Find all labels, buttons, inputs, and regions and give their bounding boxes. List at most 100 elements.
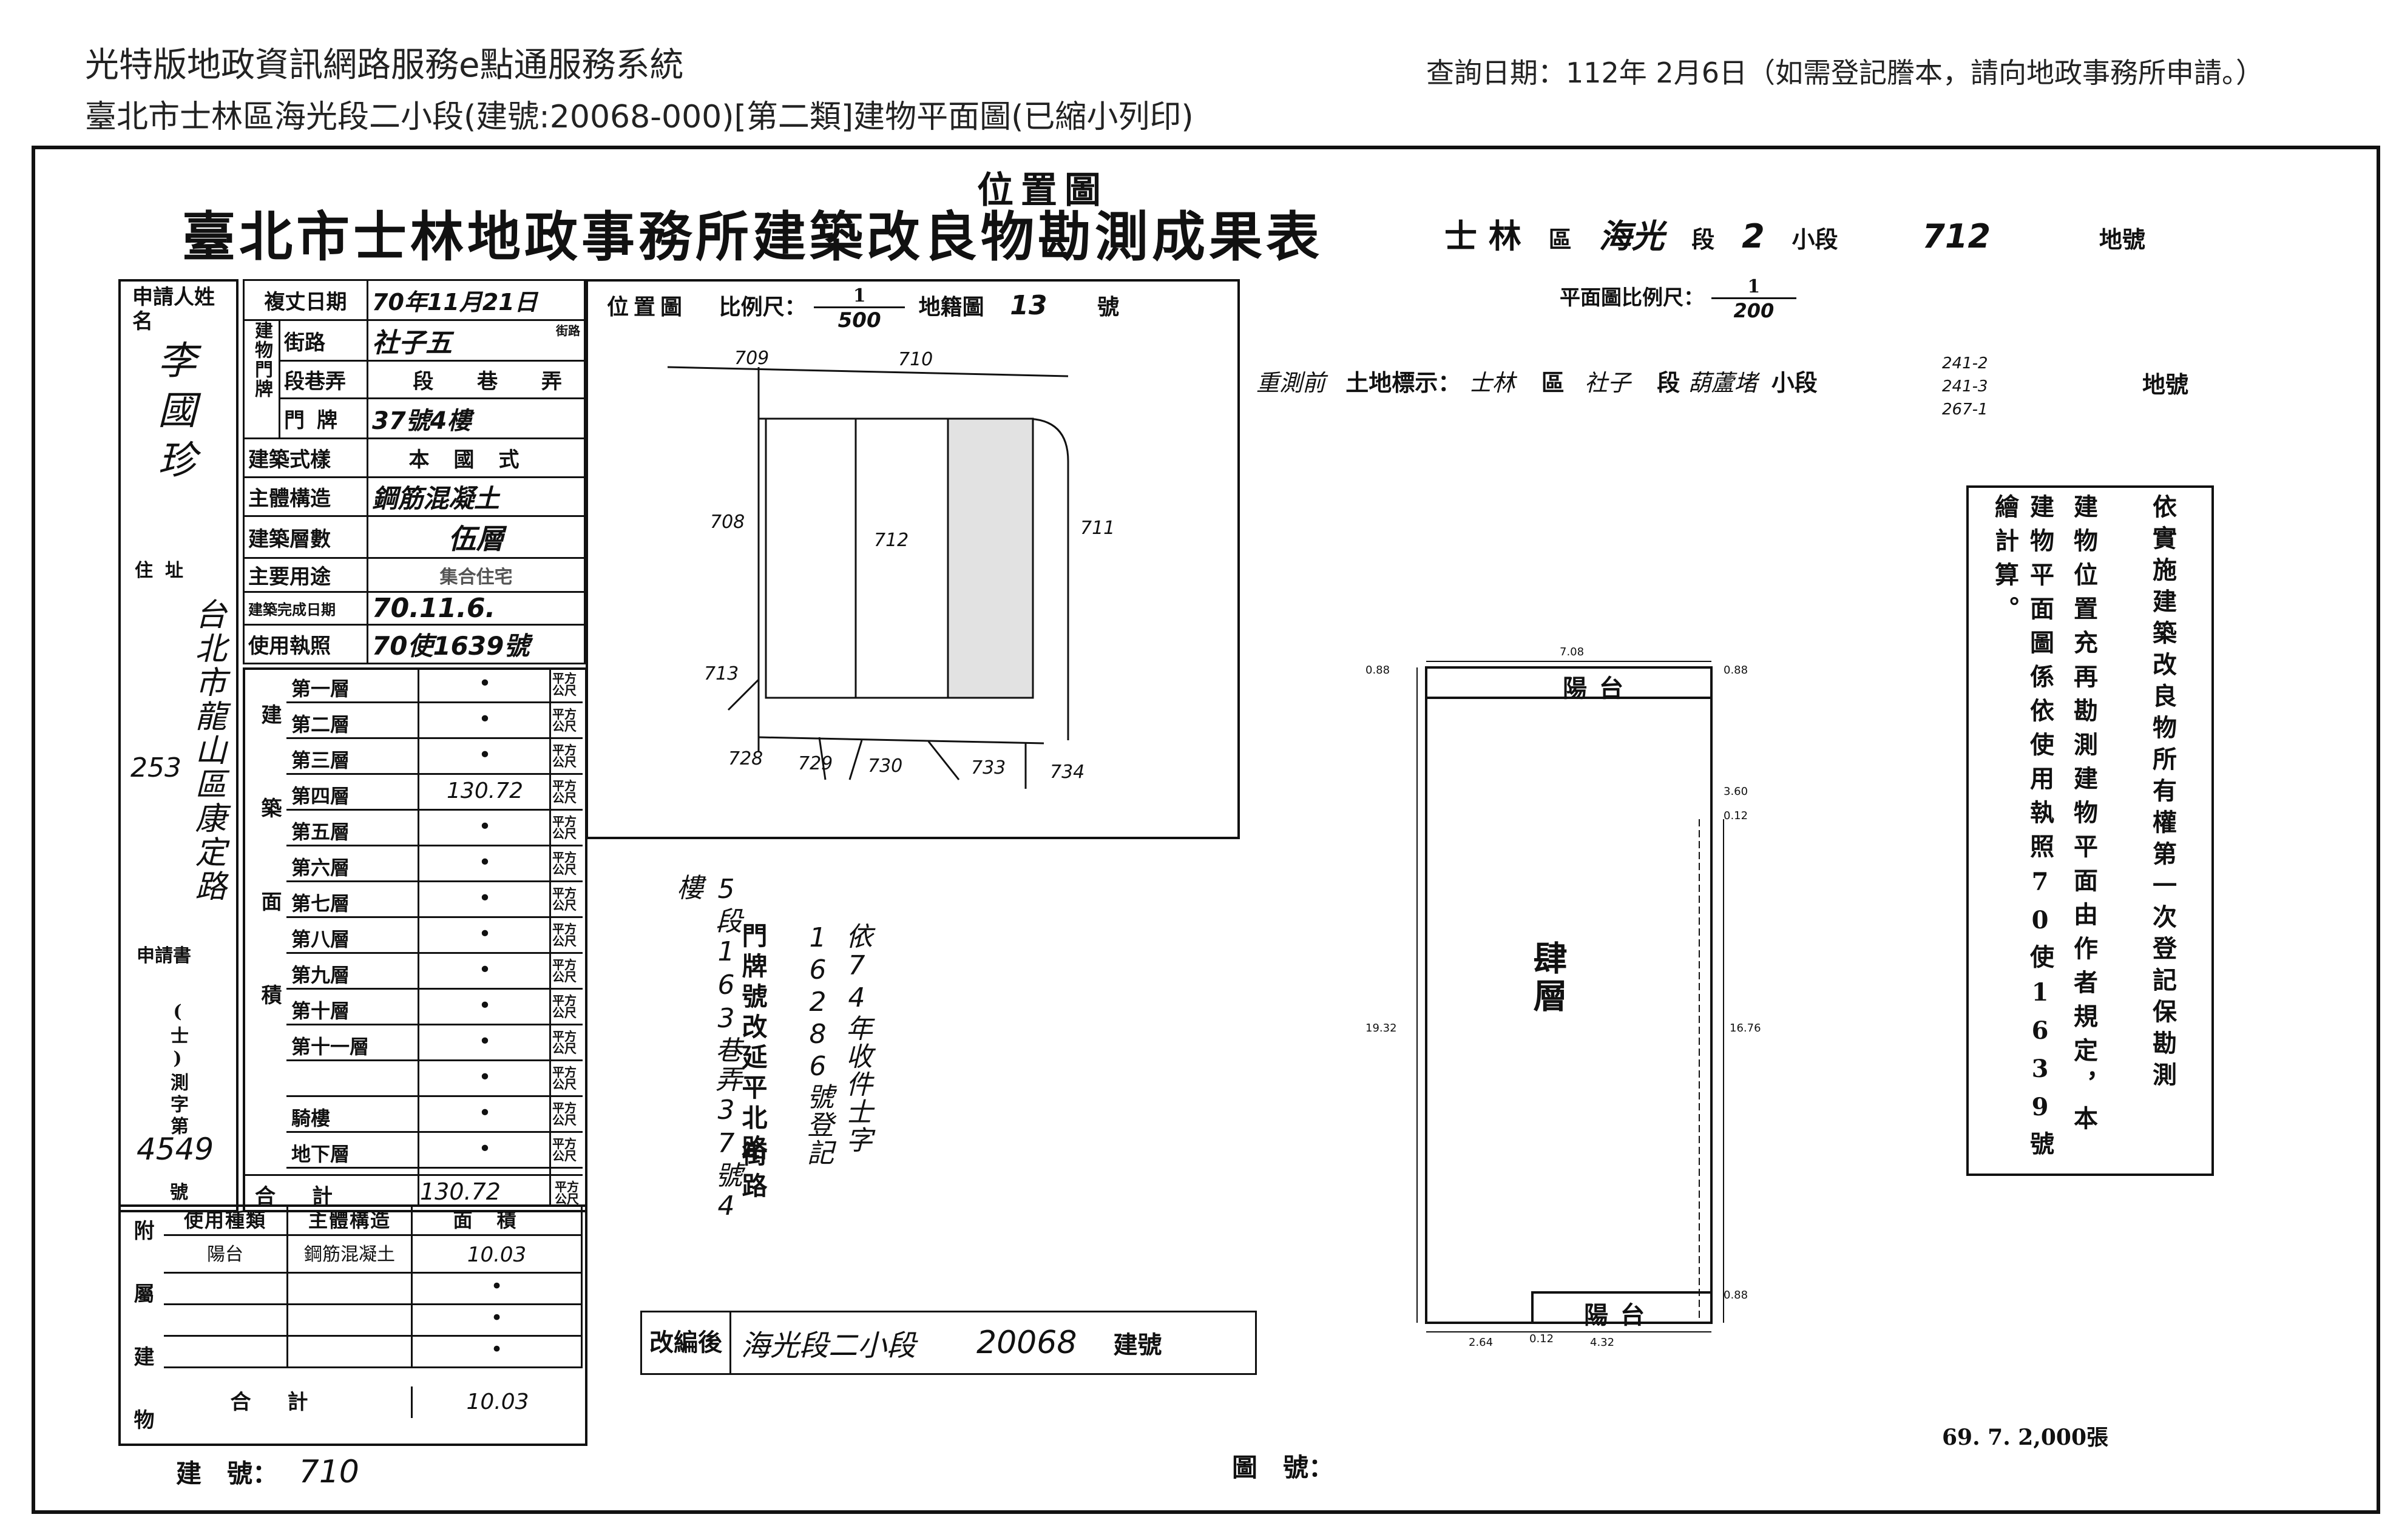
floor-row: 第十層•平方公尺: [286, 990, 583, 1025]
lane-value: 段 巷 弄: [367, 360, 586, 399]
number-label: 門牌: [279, 397, 368, 439]
land-section-label: 段: [1691, 226, 1715, 253]
location-scale-fraction: 1 500: [814, 285, 905, 333]
dim-right-1: 3.60: [1724, 785, 1748, 798]
floor-row-unit: 平方公尺: [552, 1065, 577, 1092]
license-value: 70使1639號: [367, 624, 586, 664]
applicant-name: 李國珍: [151, 340, 196, 489]
stamp-col-4: 街路: [738, 1141, 768, 1204]
land-lot-2: 241-3: [1942, 377, 1988, 396]
request-code: (士)測字第: [167, 1001, 188, 1138]
use-label: 主要用途: [243, 557, 368, 593]
balcony-bottom-outline: [1531, 1291, 1713, 1324]
land-section: 海光: [1599, 217, 1665, 255]
parcel-712: 712: [874, 530, 909, 551]
floor-row-unit: 平方公尺: [552, 814, 577, 841]
floor-row: 第八層•平方公尺: [286, 918, 583, 954]
building-info-table: 複丈日期 70年11月21日 建物門牌 街路 社子五 街路 段巷弄 段 巷 弄 …: [243, 279, 586, 664]
floor-row-label: 地下層: [291, 1143, 350, 1166]
floor-unit-column-rule: [549, 667, 551, 1206]
floor-row: 第十一層•平方公尺: [286, 1025, 583, 1061]
attached-cell-use: 陽台: [164, 1236, 288, 1274]
floor-row-value: •: [478, 1101, 492, 1126]
lane-label: 段巷弄: [279, 360, 368, 399]
dim-bottom-2: 0.12: [1529, 1332, 1554, 1345]
attached-label: 附屬建物: [130, 1220, 154, 1472]
style-value: 本國式: [367, 437, 586, 478]
structure-label: 主體構造: [243, 476, 368, 517]
balcony-top-label: 陽台: [1563, 674, 1636, 703]
attached-total-value: 10.03: [466, 1390, 529, 1414]
floor-row: 第六層•平方公尺: [286, 846, 583, 882]
floor-row-label: 第一層: [291, 677, 350, 700]
applicant-label: 申請人姓名: [132, 285, 215, 334]
location-map-panel: [586, 279, 1240, 839]
request-suffix: 號: [170, 1182, 188, 1203]
floor-area-column-rule: [418, 667, 419, 1206]
parcel-729: 729: [798, 753, 833, 774]
parcel-734: 734: [1050, 762, 1084, 783]
land-before-lot-label: 地號: [2142, 371, 2189, 398]
dim-left: 19.32: [1365, 1022, 1397, 1035]
floor-row-value: •: [478, 1065, 492, 1090]
system-title: 光特版地政資訊網路服務e點通服務系統: [85, 46, 684, 85]
land-before-district: 士林: [1469, 370, 1515, 396]
location-scale-den: 500: [837, 308, 881, 333]
rear-parcel-line-2: [848, 740, 863, 780]
parcel-711: 711: [1080, 518, 1115, 539]
completion-value: 70.11.6.: [367, 591, 586, 626]
location-map-label: 位置圖: [607, 294, 688, 320]
rear-parcel-line-1: [818, 737, 827, 780]
floor-row-unit: 平方公尺: [552, 1136, 577, 1163]
document-title: 臺北市士林區海光段二小段(建號:20068-000)[第二類]建物平面圖(已縮小…: [85, 99, 1194, 135]
street-line: [668, 366, 1069, 377]
notes-col-2: 建物位置充再勘測建物平面由作者規定，本: [2069, 494, 2098, 1140]
floor-row-label: 第七層: [291, 892, 350, 915]
dim-right: 16.76: [1730, 1022, 1761, 1035]
attached-cell-structure: [288, 1268, 413, 1305]
parcel-728: 728: [728, 748, 763, 769]
dim-right-2: 0.12: [1724, 809, 1748, 822]
building-number-value: 710: [299, 1454, 359, 1490]
renumber-section: 海光段二小段: [741, 1329, 916, 1363]
floor-row: 第五層•平方公尺: [286, 811, 583, 846]
floor-row-value: 130.72: [447, 778, 523, 803]
street-unit: 街路: [556, 323, 580, 338]
request-label: 申請書: [137, 945, 191, 967]
dim-bottom-1: 2.64: [1469, 1336, 1493, 1349]
review-date-label: 複丈日期: [243, 279, 368, 321]
dim-top-right: 0.88: [1724, 664, 1748, 677]
floor-row: • 平方公尺: [286, 1061, 583, 1097]
attached-cell-use: [164, 1268, 288, 1305]
renumber-number: 20068: [976, 1325, 1077, 1361]
floor-row: 第二層•平方公尺: [286, 703, 583, 739]
floor-row-value: •: [478, 1136, 492, 1161]
address-value: 台北市龍山區康定路: [189, 598, 226, 903]
floor-row-value: •: [478, 1029, 492, 1054]
location-sheet-suffix: 號: [1097, 294, 1120, 320]
floor-row-value: •: [478, 671, 492, 696]
highlighted-unit: [947, 417, 1034, 699]
attached-header: 使用種類: [164, 1204, 288, 1236]
notes-box: 建物平面圖係依使用執照70使1639號繪計算。 建物位置充再勘測建物平面由作者規…: [1966, 485, 2214, 1176]
land-subsection-label: 小段: [1792, 226, 1838, 253]
floor-plan-scale-num: 1: [1711, 276, 1796, 299]
use-value: 集合住宅: [367, 557, 586, 593]
land-lot-1: 241-2: [1942, 354, 1988, 373]
parcel-709: 709: [734, 348, 769, 369]
dim-bottom-right: 0.88: [1724, 1289, 1748, 1302]
floor-row: 第三層•平方公尺: [286, 739, 583, 775]
location-sheet-number: 13: [1010, 290, 1047, 321]
attached-header: 主體構造: [288, 1204, 413, 1236]
parcel-710: 710: [898, 349, 933, 370]
stamp-col-3: 5段163巷弄37號4樓: [672, 874, 742, 1224]
balcony-bottom-label: 陽台: [1584, 1301, 1657, 1329]
land-lot-number: 712: [1922, 217, 1991, 255]
address-number: 253: [130, 752, 181, 783]
floor-plan-drawing: 7.08 0.88 0.88 3.60 0.12 19.32 16.76 0.8…: [1365, 646, 1761, 1349]
number-value: 37號4樓: [367, 397, 586, 439]
floor-row: 騎樓•平方公尺: [286, 1097, 583, 1133]
floor-row-label: 騎樓: [291, 1107, 331, 1130]
floor-area-block: [243, 667, 587, 1212]
